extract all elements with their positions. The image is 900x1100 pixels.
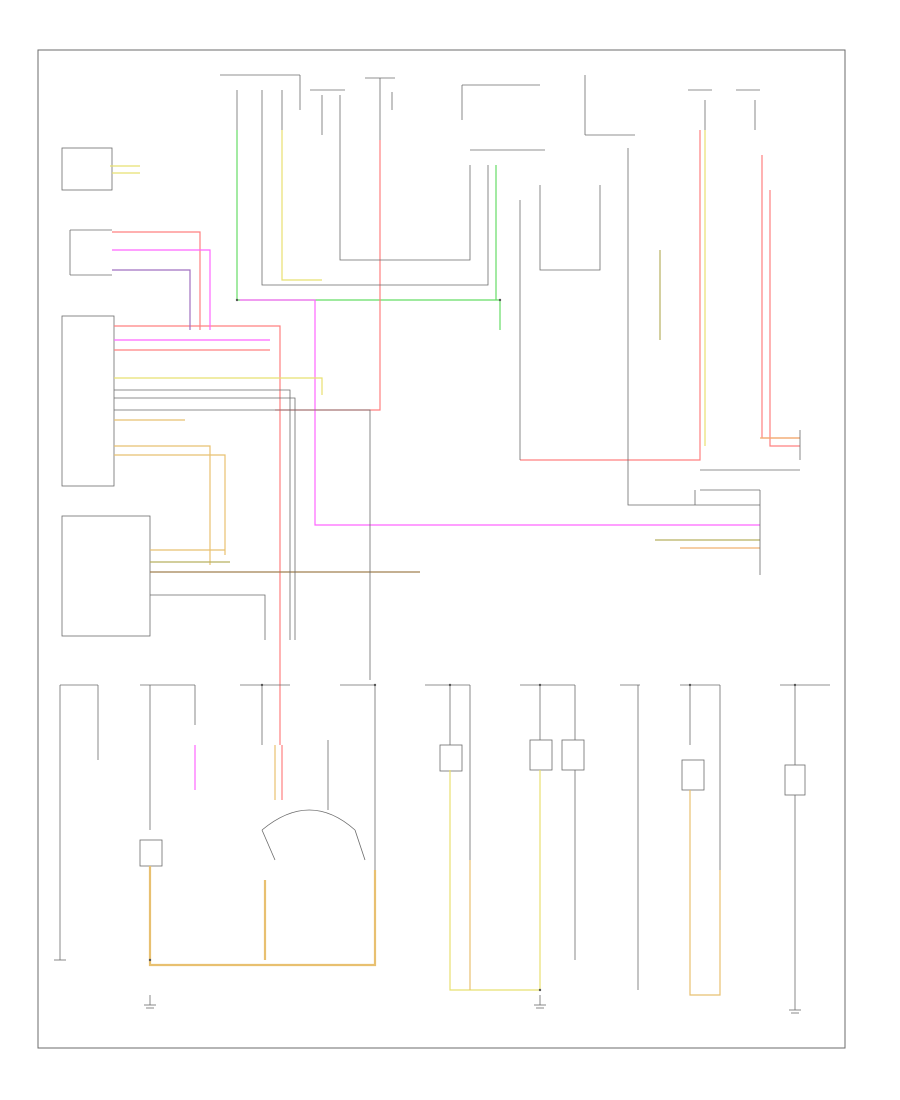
wire-green: [236, 130, 501, 330]
return-tan-right: [689, 790, 721, 996]
wire-gray-top-left: [261, 130, 489, 286]
wire-yellow-top: [281, 130, 322, 281]
wire-tan-2: [114, 445, 211, 565]
wire-gray-loop: [539, 185, 601, 271]
left-control-module-box: [61, 315, 115, 487]
wire-gray-2: [114, 397, 296, 640]
top-center-module-connector: [461, 84, 545, 151]
wire-gray-3: [114, 409, 371, 680]
return-tan-left: [148, 866, 377, 967]
splice-dots: [148, 298, 797, 992]
ground-symbols: [54, 930, 801, 1014]
wire-gray-top-center: [339, 135, 471, 261]
top-right-fuse-pair: [688, 89, 760, 130]
wire-violet: [112, 269, 191, 330]
left-switch-assembly-box: [61, 515, 151, 637]
return-yellow-center: [449, 770, 541, 991]
top-left-fuse-block: [220, 74, 301, 130]
right-connector-block: [700, 430, 801, 575]
top-fuse-strip: [310, 89, 345, 135]
wire-gray-right-1: [627, 148, 760, 506]
top-fuse-hot-at-all-times: [365, 77, 395, 140]
wire-red-2: [114, 325, 281, 745]
wire-red-far-right-2: [769, 190, 800, 447]
wire-red-1: [112, 231, 201, 330]
top-right-module-connector: [584, 75, 635, 136]
left-middle-connector: [69, 229, 112, 276]
wire-gray-1: [114, 389, 291, 640]
bottom-component-symbols: [139, 739, 806, 867]
wire-gray-switch: [150, 594, 266, 640]
wire-tan-3: [114, 454, 226, 555]
wire-pink-1: [112, 249, 211, 330]
wire-pink-long: [240, 299, 760, 526]
wire-yellow-1: [114, 377, 323, 395]
wire-red-right: [520, 130, 701, 461]
diagram-frame: [37, 49, 846, 1049]
wire-red-far-right: [761, 155, 800, 439]
wire-red-4: [275, 140, 381, 411]
left-upper-component-box: [61, 147, 113, 191]
